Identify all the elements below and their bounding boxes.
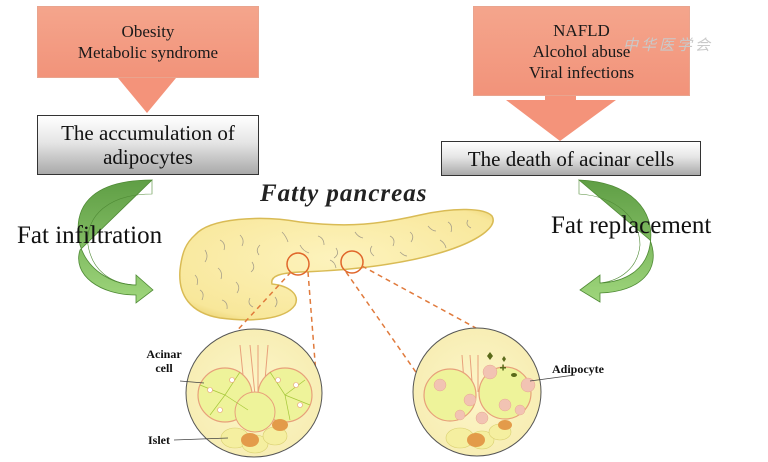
pancreas-focus-circle-right [340, 250, 364, 274]
right-causes-box: NAFLD Alcohol abuse Viral infections [473, 6, 690, 96]
result-line-1: The accumulation of [61, 121, 235, 145]
right-green-curved-arrow [577, 179, 654, 303]
result-line-2: adipocytes [103, 145, 193, 169]
fat-replacement-label: Fat replacement [551, 212, 712, 239]
pancreas-texture [194, 219, 472, 310]
left-orange-arrow [118, 78, 176, 113]
left-inset-normal-tissue [173, 328, 323, 458]
right-inset-fatty-tissue [412, 327, 576, 457]
acinar-cell-label: Acinar cell [140, 347, 188, 375]
result-line-1: The death of acinar cells [467, 146, 675, 171]
cause-viral-infections: Viral infections [528, 62, 635, 82]
fatty-pancreas-title: Fatty pancreas [260, 180, 428, 207]
cause-metabolic-syndrome: Metabolic syndrome [77, 43, 219, 62]
right-orange-arrow [506, 94, 616, 141]
cause-alcohol-abuse: Alcohol abuse [532, 41, 631, 61]
cause-nafld: NAFLD [553, 20, 610, 40]
acinar-label-line-1: Acinar [146, 347, 182, 361]
watermark: 中华医学会 [623, 38, 714, 54]
left-causes-box: Obesity Metabolic syndrome [37, 6, 259, 78]
acinar-label-line-2: cell [155, 361, 173, 375]
fat-infiltration-label: Fat infiltration [17, 222, 163, 249]
accumulation-of-adipocytes-box: The accumulation of adipocytes [37, 115, 259, 175]
cause-obesity: Obesity [121, 22, 175, 41]
islet-label: Islet [148, 433, 170, 447]
left-green-curved-arrow [77, 179, 154, 304]
pancreas-shape [179, 208, 494, 321]
death-of-acinar-cells-box: The death of acinar cells [441, 141, 701, 176]
adipocyte-label: Adipocyte [552, 362, 604, 376]
pancreas-focus-circle-left [286, 252, 310, 276]
